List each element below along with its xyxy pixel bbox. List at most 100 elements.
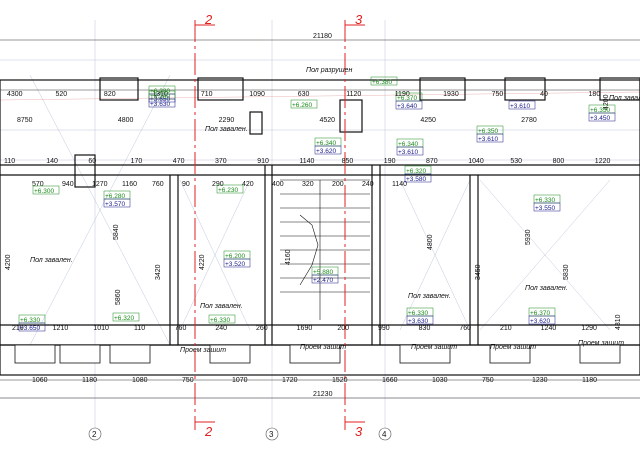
- level-mark-blue: +3.610: [510, 103, 530, 110]
- level-mark: +6.280+3.570: [103, 190, 131, 208]
- level-mark-green: +6.280: [150, 88, 170, 95]
- level-mark: +6.350+3.450: [588, 104, 616, 122]
- level-mark: +6.340+3.630: [148, 90, 176, 108]
- dimension-text: 760: [459, 325, 471, 332]
- dimension-text: 240: [362, 181, 374, 188]
- level-mark-blue: +3.550: [535, 205, 555, 212]
- level-mark: +6.350+3.610: [476, 125, 504, 143]
- level-mark-green: +6.350: [478, 128, 498, 135]
- dimension-text: 200: [332, 181, 344, 188]
- level-mark-box: [476, 133, 504, 143]
- dimension-text: 1180: [82, 377, 97, 384]
- dimension-text: 1720: [282, 377, 298, 384]
- level-mark-box: [314, 145, 342, 155]
- dimension-text: 830: [419, 325, 431, 332]
- level-mark: +5.880+2.470: [311, 266, 339, 284]
- level-mark: +6.370+3.620: [528, 307, 556, 325]
- dimension-text: 1240: [541, 325, 557, 332]
- dimension-text: 190: [384, 158, 396, 165]
- dimension-text: 870: [426, 158, 438, 165]
- level-mark-box: [208, 314, 236, 324]
- dimension-text: 530: [510, 158, 522, 165]
- level-mark: +6.260: [290, 99, 318, 109]
- section-label: 2: [204, 12, 213, 27]
- dimension-text: 750: [182, 377, 194, 384]
- level-mark-box: [311, 274, 339, 284]
- level-mark-box: [112, 312, 140, 322]
- dimension-text: 910: [257, 158, 269, 165]
- dimension-text: 4160: [285, 249, 292, 265]
- level-mark-box: [395, 100, 423, 110]
- dimension-text: 3450: [475, 264, 482, 280]
- axis-markers: [88, 427, 392, 441]
- overall-dimension-top: 21180: [313, 33, 332, 40]
- staircase: [280, 179, 370, 320]
- axis-label: 2: [92, 430, 97, 439]
- dimension-text: 40: [540, 91, 548, 98]
- level-mark-blue: +3.620: [316, 148, 336, 155]
- dimension-text: 1180: [582, 377, 597, 384]
- level-mark: +6.230: [216, 184, 244, 194]
- dimension-text: 320: [302, 181, 314, 188]
- dimension-text: 370: [215, 158, 227, 165]
- dimension-text: 1210: [53, 325, 69, 332]
- level-mark-box: [533, 202, 561, 212]
- dimension-text: 4220: [199, 254, 206, 270]
- section-cut-lines: [194, 20, 365, 430]
- dimension-text: 4800: [118, 117, 134, 124]
- dimension-text: 1080: [132, 377, 148, 384]
- level-mark-blue: +3.630: [408, 318, 428, 325]
- level-mark-green: +6.300: [34, 188, 54, 195]
- level-mark-blue: +3.630: [150, 101, 170, 108]
- level-mark-green: +6.340: [398, 141, 418, 148]
- dimension-lines: [0, 39, 640, 399]
- level-mark-blue: +3.570: [105, 201, 125, 208]
- level-mark-blue: +3.450: [590, 115, 610, 122]
- level-mark-green: +6.320: [406, 168, 426, 175]
- dimension-text: 1070: [232, 377, 248, 384]
- dimension-text: 60: [88, 158, 96, 165]
- level-mark: +6.330+3.630: [406, 307, 434, 325]
- dimension-text: 1040: [468, 158, 484, 165]
- dimension-text: 90: [182, 181, 190, 188]
- level-mark-box: [528, 315, 556, 325]
- dimension-text: 990: [378, 325, 390, 332]
- dimension-text: 2290: [219, 117, 235, 124]
- dimension-text: 1310: [152, 91, 168, 98]
- dimension-text: 290: [212, 181, 224, 188]
- floor-littered-label: Пол завален.: [408, 293, 451, 300]
- dimension-text: 1270: [92, 181, 108, 188]
- level-mark-blue: +3.520: [225, 261, 245, 268]
- level-mark-box: [18, 322, 46, 332]
- dimension-text: 400: [272, 181, 284, 188]
- dimension-text: 4310: [615, 314, 622, 330]
- dimension-text: 8750: [17, 117, 33, 124]
- level-mark: +6.380: [370, 76, 398, 86]
- dimension-text: 4200: [5, 254, 12, 270]
- dimension-text: 180: [589, 91, 601, 98]
- level-mark: +6.330: [208, 314, 236, 324]
- dimension-text: 750: [492, 91, 504, 98]
- level-mark: +6.340+3.620: [314, 137, 342, 155]
- opening-sewn-label: Проем зашит: [300, 344, 346, 351]
- level-mark: +6.340+3.610: [396, 138, 424, 156]
- dimension-text: 260: [256, 325, 268, 332]
- level-mark-green: +6.320: [114, 315, 134, 322]
- dimension-text: 4250: [420, 117, 436, 124]
- dimension-text: 940: [62, 181, 74, 188]
- level-mark-blue: +3.650: [150, 96, 170, 103]
- level-mark-green: +6.330: [408, 310, 428, 317]
- level-mark-blue: +3.650: [20, 325, 40, 332]
- opening-sewn-label: Проем зашит: [578, 340, 624, 347]
- level-mark-blue: +3.620: [530, 318, 550, 325]
- dimension-text: 1160: [122, 181, 137, 188]
- dimension-text: 1660: [382, 377, 398, 384]
- level-mark: +6.370+3.640: [395, 92, 423, 110]
- level-mark-green: +6.280: [105, 193, 125, 200]
- dimension-text: 760: [175, 325, 187, 332]
- level-mark-blue: +2.470: [313, 277, 333, 284]
- dimension-text: 1120: [346, 91, 361, 98]
- dimension-text: 5840: [113, 224, 120, 240]
- dimension-text: 4800: [427, 234, 434, 250]
